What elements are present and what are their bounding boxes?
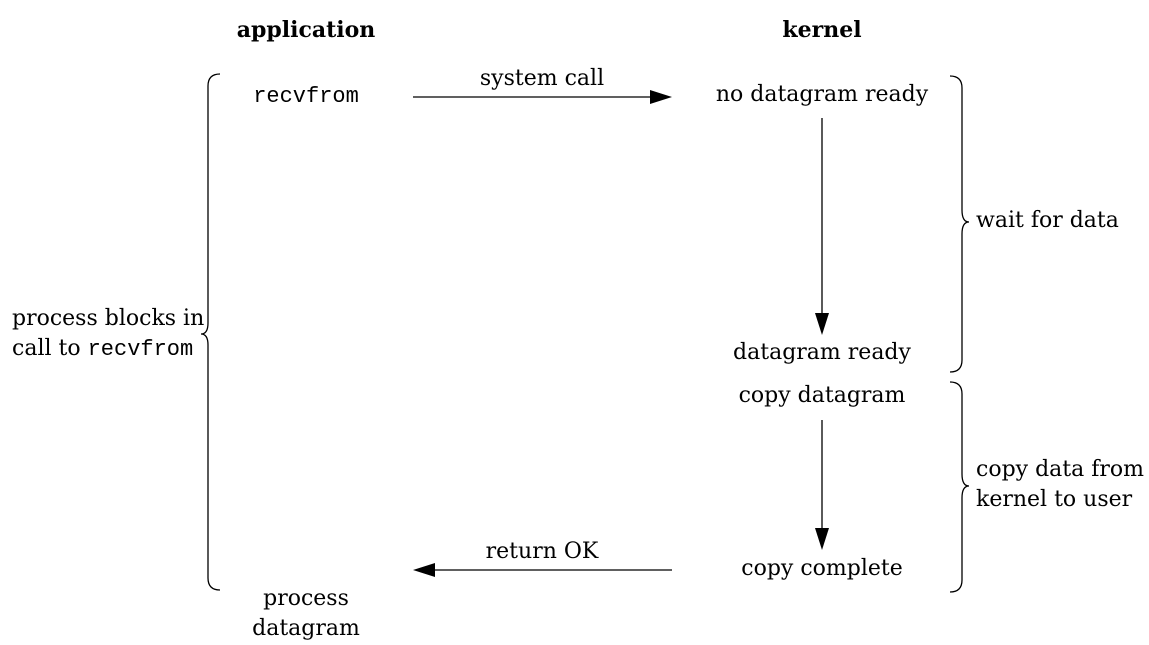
recvfrom-call: recvfrom [253, 84, 359, 109]
wait-for-data-label: wait for data [976, 208, 1119, 233]
process-blocks-line1: process blocks in [12, 306, 205, 331]
process-blocks-label: process blocks in call to recvfrom [12, 304, 204, 365]
process-datagram-label: process datagram [252, 584, 360, 644]
copy-data-brace [949, 381, 970, 593]
process-blocks-line2: call to recvfrom [12, 334, 204, 365]
copy-data-label: copy data from kernel to user [976, 455, 1144, 515]
copy-complete-label: copy complete [741, 556, 903, 581]
kernel-header: kernel [782, 17, 862, 43]
copy-data-line1: copy data from [976, 457, 1144, 482]
copy-datagram-label: copy datagram [738, 383, 906, 408]
process-datagram-line2: datagram [252, 616, 360, 641]
copy-arrowhead [815, 528, 829, 550]
return-ok-arrowhead [413, 563, 435, 577]
return-ok-label: return OK [485, 539, 599, 564]
process-datagram-line1: process [263, 586, 349, 611]
system-call-label: system call [479, 66, 605, 91]
call-to-text: call to [12, 336, 88, 361]
wait-arrowhead [815, 313, 829, 335]
application-header: application [236, 17, 376, 43]
system-call-arrowhead [650, 90, 672, 104]
recvfrom-code: recvfrom [87, 337, 194, 362]
no-datagram-ready-label: no datagram ready [715, 82, 929, 107]
datagram-ready-label: datagram ready [733, 340, 911, 365]
wait-for-data-brace [949, 75, 970, 373]
copy-data-line2: kernel to user [976, 487, 1133, 512]
process-blocks-brace [200, 73, 221, 591]
